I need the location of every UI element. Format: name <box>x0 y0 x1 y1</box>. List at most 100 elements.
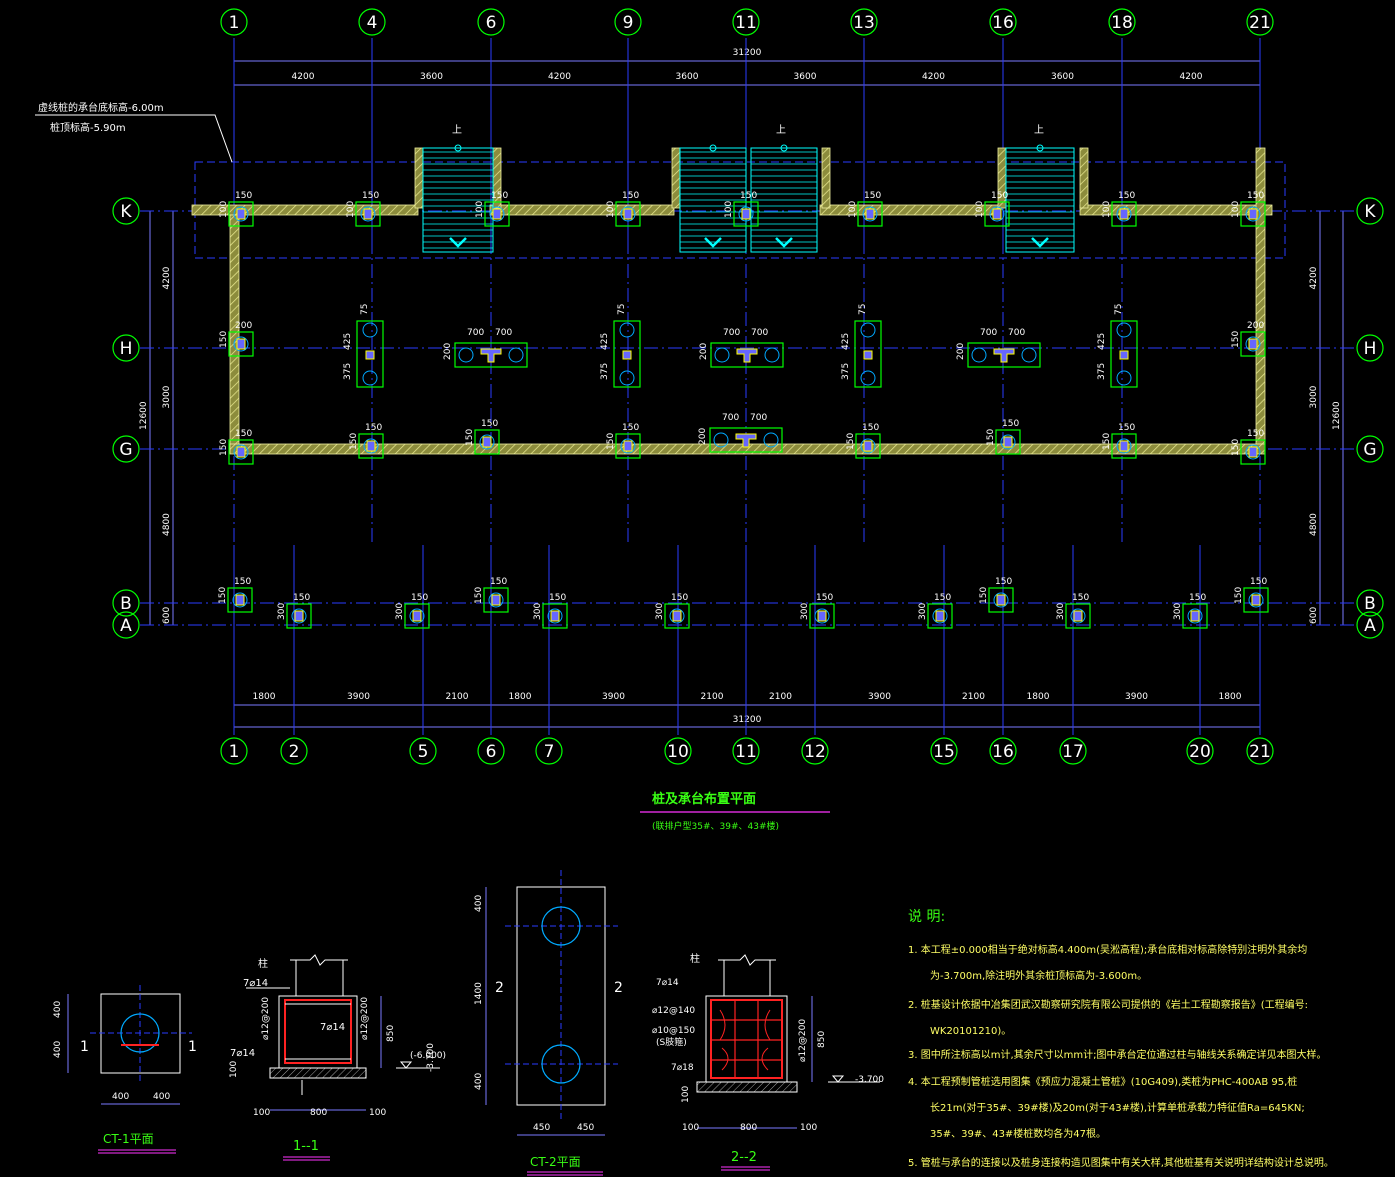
cap-dim-text: 150 <box>1072 593 1089 603</box>
wall-segment <box>671 147 681 209</box>
axis-bubble <box>850 8 878 36</box>
pile-circle <box>1248 592 1264 608</box>
cap-outline <box>995 429 1021 455</box>
axis-bubble <box>732 8 760 36</box>
dim-text: 4200 <box>292 72 315 82</box>
cap-dim-text: 700 <box>495 328 512 338</box>
column <box>492 208 502 220</box>
column <box>935 610 945 622</box>
axis-bubble <box>1356 197 1384 225</box>
note-line: 35#、39#、43#楼桩数均各为47根。 <box>930 1127 1106 1140</box>
svg-text:7⌀18: 7⌀18 <box>671 1063 694 1073</box>
pile-circle <box>619 370 635 386</box>
dim-text: 3900 <box>602 692 625 702</box>
note-line: WK20101210)。 <box>930 1026 1011 1037</box>
column <box>550 610 560 622</box>
pile-circle <box>993 592 1009 608</box>
axis-label: 7 <box>544 742 555 762</box>
cap-dim-text: 700 <box>751 328 768 338</box>
axis-label: 12 <box>804 742 826 762</box>
cap-dim-text: 150 <box>365 423 382 433</box>
column-tee <box>993 348 1015 363</box>
cap-outline <box>664 603 690 629</box>
cap-dim-text: 150 <box>349 433 359 450</box>
cap-outline <box>988 587 1014 613</box>
cap-dim-text: 425 <box>841 333 851 350</box>
pile-circle <box>547 608 563 624</box>
column <box>623 208 633 220</box>
stair <box>679 144 747 253</box>
stair <box>1005 144 1075 253</box>
axis-label: 4 <box>367 13 378 33</box>
dim-text: 4200 <box>548 72 571 82</box>
dim-text: 600 <box>1309 607 1319 624</box>
pile-circle <box>1187 608 1203 624</box>
cap-dim-text: 150 <box>1002 419 1019 429</box>
column <box>235 594 245 606</box>
dim-text: 1800 <box>509 692 532 702</box>
cap-dim-text: 700 <box>980 328 997 338</box>
cap-outline <box>474 429 500 455</box>
note-line: 2. 桩基设计依据中冶集团武汉勘察研究院有限公司提供的《岩土工程勘察报告》(工程… <box>908 998 1308 1011</box>
dim-text: 4800 <box>1309 513 1319 536</box>
cap-outline <box>1182 603 1208 629</box>
wall-segment <box>1079 204 1273 216</box>
pile-circle <box>971 347 987 363</box>
cap-outline <box>615 201 641 227</box>
pile-circle <box>479 434 495 450</box>
cap-outline <box>733 201 759 227</box>
svg-text:(-6.000): (-6.000) <box>410 1051 446 1061</box>
svg-text:800: 800 <box>310 1108 327 1118</box>
svg-text:(S肢箍): (S肢箍) <box>656 1036 687 1048</box>
note-line: 5. 管桩与承台的连接以及桩身连接构造见图集中有关大样,其他桩基有关说明详结构设… <box>908 1156 1334 1169</box>
drawing-title-block: 桩及承台布置平面 (联排户型35#、39#、43#楼) <box>640 791 830 832</box>
cap-outline <box>854 320 882 388</box>
cap-dim-text: 300 <box>533 603 543 620</box>
dim-text: 2100 <box>701 692 724 702</box>
wall-segment <box>191 204 419 216</box>
cap-dim-text: 150 <box>622 191 639 201</box>
axis-label: 15 <box>933 742 955 762</box>
cap-dim-text: 150 <box>1118 191 1135 201</box>
dim-text: 3900 <box>868 692 891 702</box>
dim-text: 3600 <box>1051 72 1074 82</box>
cap-dim-text: 150 <box>862 423 879 433</box>
axis-bubble <box>1186 737 1214 765</box>
wall-segment <box>819 204 1001 216</box>
pile-circle <box>763 432 779 448</box>
axis-label: 16 <box>992 742 1014 762</box>
pile-circle <box>1245 336 1261 352</box>
dim-text: 2100 <box>446 692 469 702</box>
cap-dim-text: 150 <box>1118 423 1135 433</box>
cap-outline <box>615 433 641 459</box>
cap-dim-text: 700 <box>1008 328 1025 338</box>
cap-outline <box>927 603 953 629</box>
stair-up-label: 上 <box>1034 124 1044 136</box>
wall-segment <box>821 147 831 209</box>
stair <box>750 144 818 253</box>
cap-outline <box>454 342 528 368</box>
elevation-callout: 虚线桩的承台底标高-6.00m 桩顶标高-5.90m <box>35 101 233 163</box>
column <box>482 436 492 448</box>
stairs: 上上上 <box>422 124 1075 253</box>
pile-circle <box>362 370 378 386</box>
note-line: 1. 本工程±0.000相当于绝对标高4.400m(吴淞高程);承台底相对标高除… <box>908 943 1307 956</box>
pile-circle <box>488 592 504 608</box>
cap-dim-text: 150 <box>490 577 507 587</box>
column-tee <box>480 348 502 363</box>
cap-dim-text: 150 <box>235 191 252 201</box>
column <box>863 440 873 452</box>
cap-dim-text: 75 <box>360 304 370 315</box>
cap-dim-text: 100 <box>219 201 229 218</box>
column <box>294 610 304 622</box>
svg-text:400: 400 <box>112 1092 129 1102</box>
cap-dim-text: 150 <box>411 593 428 603</box>
pile-circle <box>362 322 378 338</box>
pile-caps: 1501001501001501001501001501001501001501… <box>218 191 1269 629</box>
